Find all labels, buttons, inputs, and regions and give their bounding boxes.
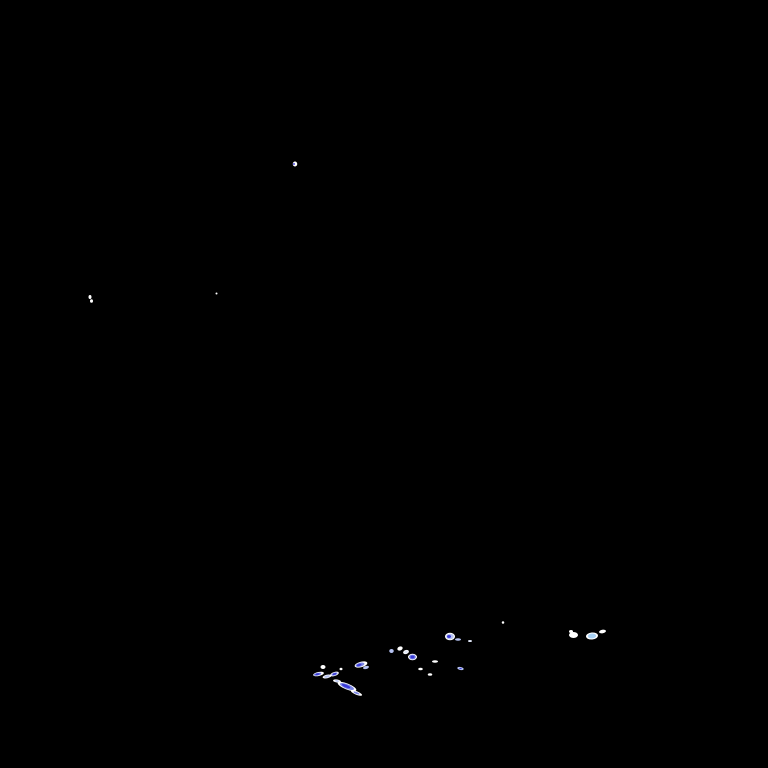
- cloud-blob: [432, 660, 438, 663]
- cloud-blob-layer: [501, 621, 505, 624]
- cloud-blob-layer: [341, 684, 351, 689]
- cloud-blob-layer: [404, 650, 408, 654]
- cloud-blob: [569, 630, 573, 633]
- cloud-blob-layer: [324, 675, 330, 678]
- cloud-blob-layer: [569, 632, 578, 638]
- cloud-blob: [90, 299, 93, 303]
- cloud-blob: [363, 665, 369, 670]
- cloud-blob: [330, 671, 339, 677]
- cloud-blob: [337, 681, 357, 692]
- cloud-blob: [501, 621, 505, 624]
- cloud-blob-layer: [432, 660, 438, 663]
- cloud-blob: [457, 666, 464, 671]
- cloud-blob: [333, 679, 341, 683]
- cloud-blob-layer: [292, 161, 298, 167]
- cloud-blob: [455, 638, 461, 641]
- cloud-blob: [389, 649, 394, 653]
- cloud-blob: [397, 646, 403, 651]
- cloud-blob-layer: [397, 646, 403, 651]
- cloud-blob: [586, 632, 598, 640]
- cloud-blob-layer: [418, 667, 423, 671]
- cloud-blob-layer: [427, 673, 433, 676]
- cloud-blob-layer: [339, 667, 343, 671]
- cloud-blob-layer: [587, 633, 597, 639]
- cloud-blob-layer: [90, 299, 93, 303]
- cloud-blob: [322, 674, 332, 679]
- cloud-blob-layer: [88, 295, 92, 299]
- cloud-blob: [599, 629, 606, 634]
- cloud-blob-layer: [468, 640, 472, 642]
- cloud-blob: [403, 649, 409, 655]
- cloud-blob: [427, 673, 433, 676]
- cloud-blob-layer: [410, 655, 415, 659]
- cloud-blob-layer: [320, 665, 326, 669]
- cloud-blob: [313, 671, 324, 677]
- cloud-blob: [350, 690, 363, 696]
- cloud-blob-layer: [459, 667, 462, 670]
- cloud-blob: [215, 292, 218, 295]
- cloud-blob-layer: [293, 163, 295, 165]
- cloud-blob: [468, 640, 472, 642]
- cloud-blob: [418, 667, 423, 671]
- cloud-blob-layer: [332, 673, 337, 675]
- cloud-blob-layer: [599, 629, 606, 634]
- cloud-blob: [354, 661, 368, 668]
- cloud-blob-layer: [569, 630, 573, 633]
- cloud-blob-layer: [215, 292, 218, 295]
- cloud-blob-layer: [363, 665, 369, 670]
- cloud-blob-layer: [315, 673, 320, 676]
- cloud-blob: [445, 632, 455, 641]
- cloud-blob-layer: [455, 638, 461, 641]
- cloud-blob: [320, 665, 326, 669]
- cloud-blob: [408, 653, 417, 661]
- cloud-blob-layer: [389, 649, 394, 653]
- cloud-blob-layer: [356, 663, 362, 667]
- cloud-blob: [292, 161, 298, 167]
- cloud-blob-layer: [335, 680, 339, 682]
- cloud-blob: [569, 632, 578, 638]
- cloud-blob-layer: [353, 691, 360, 695]
- cloud-blob: [339, 667, 343, 671]
- cloud-blob: [88, 295, 92, 299]
- cloud-blob-layer: [447, 635, 451, 638]
